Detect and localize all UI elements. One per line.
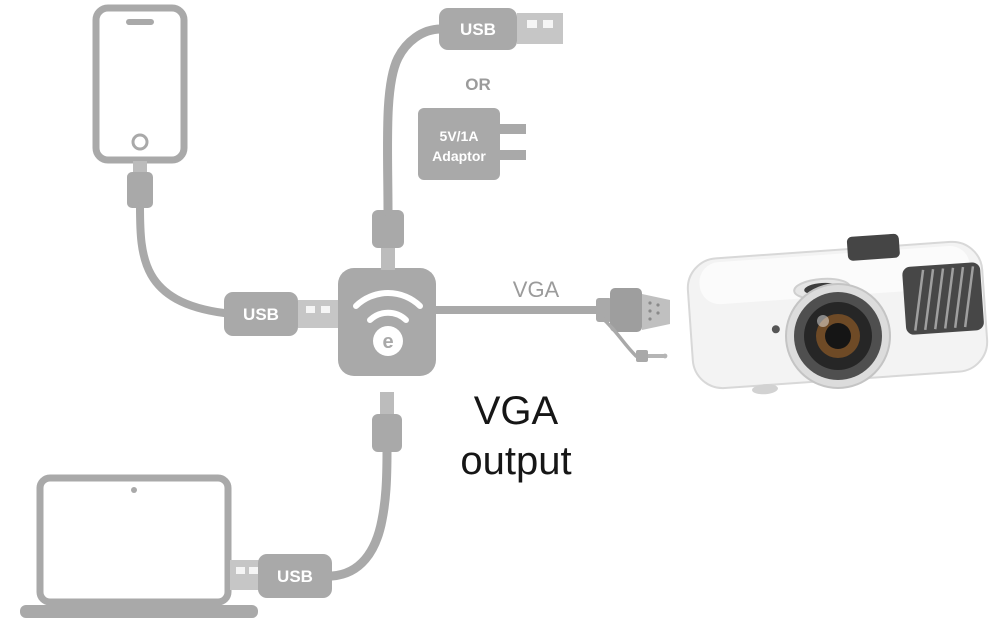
phone-home-button [131, 133, 149, 151]
power-cable [382, 24, 446, 217]
usb-hole [543, 20, 553, 28]
vent-slat [953, 266, 965, 328]
logo-letter: e [382, 331, 393, 353]
laptop-usb-cable [327, 392, 402, 581]
logo-dot [373, 326, 403, 356]
vga-pin [648, 309, 652, 313]
laptop-camera [131, 487, 137, 493]
bottom-plug-body [372, 414, 402, 452]
vga-pin [656, 311, 660, 315]
phone-cable [136, 202, 228, 317]
wifi-arc-inner [367, 309, 409, 323]
vga-pin [656, 303, 660, 307]
laptop-icon [20, 474, 258, 618]
smartphone-icon [92, 4, 188, 164]
phone-usb-cable [127, 161, 228, 317]
or-label: OR [465, 75, 491, 94]
bottom-plug-tip [380, 392, 394, 416]
usb-hole [306, 306, 315, 313]
projector-top-vent [846, 233, 900, 261]
usb-connector-top: USB [439, 8, 563, 50]
lens-highlight [817, 315, 829, 327]
power-usb-cable [372, 24, 446, 270]
adaptor-label-line1: 5V/1A [440, 128, 479, 144]
usb-hole [236, 567, 245, 574]
usb-top-metal [517, 13, 563, 44]
audio-jack-body [636, 350, 648, 362]
usb-laptop-label: USB [277, 567, 313, 586]
vga-output-label: VGA output [460, 389, 571, 483]
power-adaptor: 5V/1A Adaptor [418, 108, 526, 180]
adaptor-prong [500, 150, 526, 160]
vga-dsub-shell [642, 294, 670, 330]
usb-hole [321, 306, 330, 313]
vent-slat [943, 267, 955, 329]
usb-laptop-metal [230, 560, 260, 590]
vga-output-line1: VGA [474, 389, 559, 433]
audio-cable [598, 314, 668, 362]
usb-hole [527, 20, 537, 28]
vga-cable: VGA [432, 277, 602, 314]
usb-top-housing [439, 8, 517, 50]
phone-speaker [126, 19, 154, 25]
wifi-logo-icon: e [353, 290, 423, 356]
adaptor-label-line2: Adaptor [432, 148, 486, 164]
phone-plug-tip [133, 161, 147, 174]
top-plug-body [372, 210, 404, 248]
ir-sensor [771, 325, 780, 334]
vent-slat [914, 269, 925, 331]
vga-pin [648, 301, 652, 305]
projector-foot [752, 384, 778, 395]
vent-slat [933, 268, 945, 330]
laptop-base [20, 605, 258, 618]
vga-label: VGA [513, 277, 560, 302]
usb-connector-laptop: USB [230, 554, 332, 598]
laptop-screen [36, 474, 232, 606]
audio-cable-line [598, 314, 638, 358]
projector-image [686, 233, 989, 395]
phone-body [92, 4, 188, 164]
vent-slat [963, 266, 975, 328]
wifi-arc-outer [353, 290, 423, 309]
vga-output-line2: output [460, 439, 571, 483]
usb-laptop-housing [258, 554, 332, 598]
adapter-box: e [338, 268, 436, 376]
usb-phone-metal [298, 300, 338, 328]
vga-connector [596, 288, 670, 332]
vga-connector-body [610, 288, 642, 332]
usb-hole [249, 567, 258, 574]
usb-phone-label: USB [243, 305, 279, 324]
adaptor-prong [500, 124, 526, 134]
lens-core [825, 323, 851, 349]
usb-phone-housing [224, 292, 298, 336]
adaptor-body [418, 108, 500, 180]
laptop-cable [327, 445, 392, 581]
usb-connector-phone: USB [224, 292, 338, 336]
vga-pin [648, 317, 652, 321]
top-plug-tip [381, 246, 395, 270]
projector-top-face [699, 246, 970, 305]
audio-jack-icon [636, 350, 668, 362]
adapter-body [338, 268, 436, 376]
usb-top-label: USB [460, 20, 496, 39]
vent-slat [924, 269, 935, 331]
audio-jack-tip [662, 353, 668, 359]
side-vent-grille [902, 262, 984, 335]
phone-plug-body [127, 172, 153, 208]
projector-lens [785, 283, 891, 389]
